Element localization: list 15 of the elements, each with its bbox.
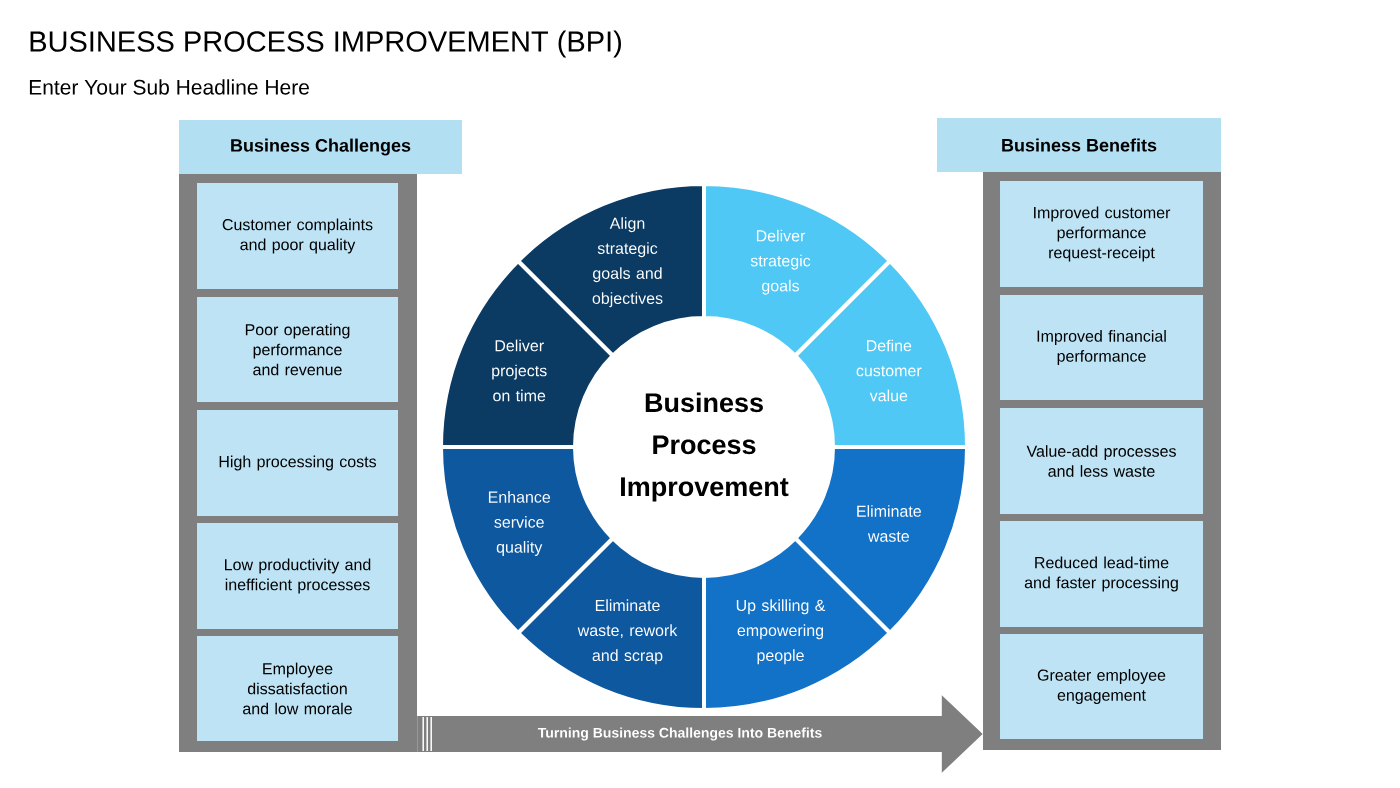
item-box: Employee dissatisfaction and low morale: [197, 636, 398, 741]
item-box: Greater employee engagement: [1000, 634, 1203, 739]
item-box: Improved customer performance request-receipt: [1000, 181, 1203, 287]
item-box: Improved financial performance: [1000, 295, 1203, 400]
subtitle: Enter Your Sub Headline Here: [29, 79, 309, 95]
title: BUSINESS PROCESS IMPROVEMENT (BPI): [30, 30, 621, 58]
node-label: Business Benefits: [1002, 138, 1157, 152]
item-box: Reduced lead-time and faster processing: [1000, 521, 1203, 627]
node-label: Business Challenges: [231, 138, 411, 156]
item-box: Value-add processes and less waste: [1000, 408, 1203, 514]
item-box: Low productivity and inefficient processes: [197, 523, 398, 629]
edge-label: Turning Business Challenges Into Benefits: [537, 727, 822, 741]
item-box: Poor operating performance and revenue: [197, 297, 398, 402]
item-box: High processing costs: [197, 410, 398, 516]
item-box: Customer complaints and poor quality: [197, 183, 398, 289]
